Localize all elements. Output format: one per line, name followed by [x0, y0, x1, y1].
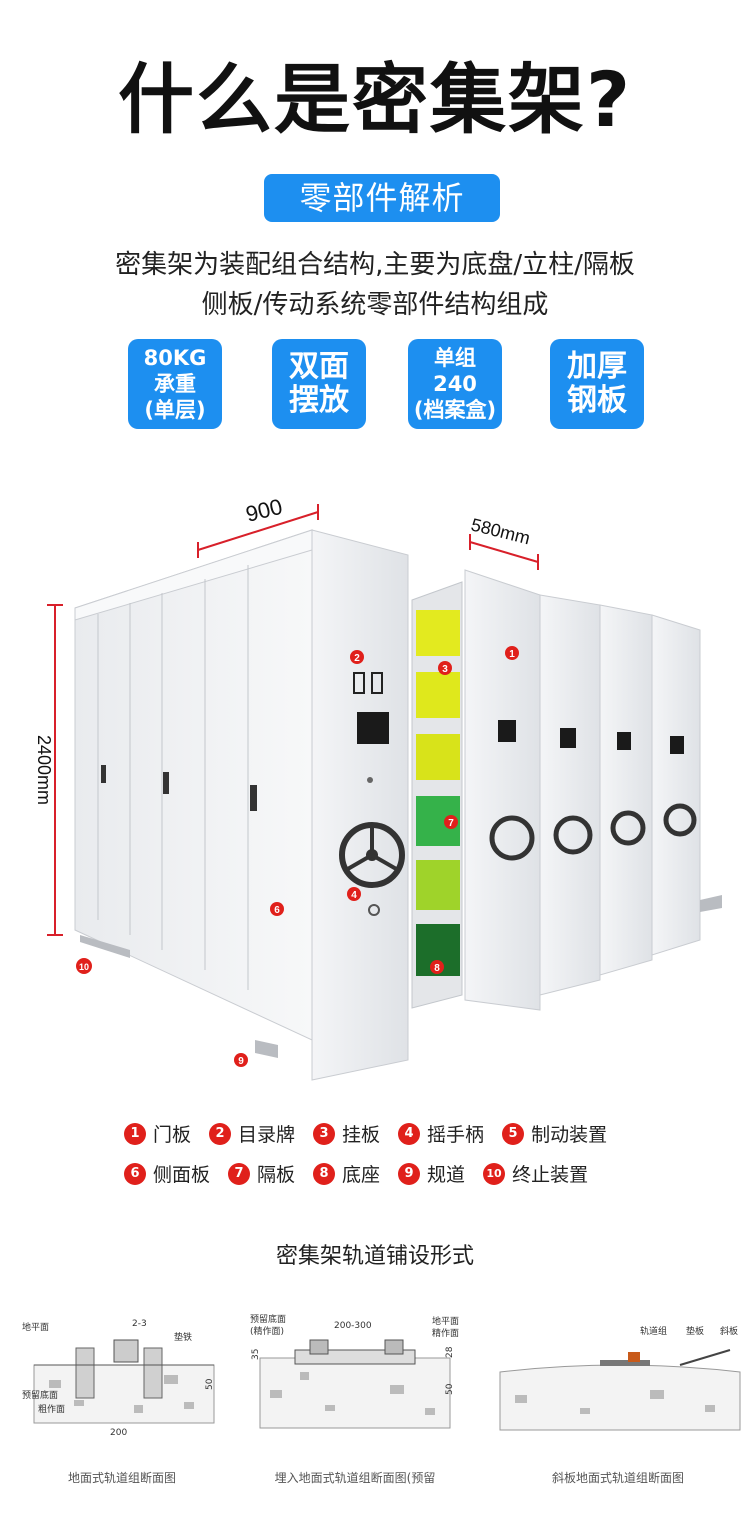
- feature-text: 双面: [289, 349, 349, 384]
- legend-number: 7: [228, 1162, 251, 1185]
- feature-text: 80KG: [143, 346, 207, 370]
- marker-6: 6: [270, 902, 284, 916]
- marker-1: 1: [505, 646, 519, 660]
- rail-diagram-ramp-caption: 斜板地面式轨道组断面图: [551, 1471, 684, 1485]
- svg-text:4: 4: [351, 890, 357, 901]
- legend-item: 1 门板: [124, 1120, 191, 1147]
- feature-text: (档案盒): [413, 398, 497, 422]
- feature-badge-load: 80KG 承重 (单层): [128, 339, 222, 429]
- label-dim: 2-3: [132, 1319, 147, 1329]
- label-reserved: 预留底面: [22, 1389, 58, 1401]
- legend-number: 10: [483, 1162, 506, 1185]
- legend-item: 7 隔板: [228, 1160, 295, 1187]
- legend-item: 8 底座: [313, 1160, 380, 1187]
- legend-item: 4 摇手柄: [398, 1120, 484, 1147]
- rail-diagram-embedded: 预留底面 (精作面) 200-300 地平面 精作面 35 28 50: [240, 1310, 470, 1490]
- legend-number: 5: [502, 1122, 525, 1145]
- feature-text: 240: [433, 372, 477, 396]
- legend-label: 终止装置: [512, 1164, 589, 1186]
- label-rough: 粗作面: [38, 1403, 65, 1415]
- section-pill: 零部件解析: [264, 174, 500, 222]
- feature-badge-steel: 加厚 钢板: [550, 339, 644, 429]
- svg-text:8: 8: [434, 963, 440, 974]
- legend-number: 1: [124, 1122, 146, 1145]
- svg-text:6: 6: [274, 905, 280, 916]
- label-ground: 地平面: [22, 1321, 49, 1333]
- feature-badge-double-sided: 双面 摆放: [272, 339, 366, 429]
- legend-row-1: 1 门板 2 目录牌 3 挂板 4 摇手柄 5 制动装置: [124, 1120, 684, 1147]
- label-fine-paren: (精作面): [250, 1325, 284, 1337]
- feature-text: 承重: [154, 372, 196, 396]
- legend-item: 5 制动装置: [502, 1120, 607, 1147]
- label-depth: 50: [205, 1378, 215, 1390]
- label-width: 200: [110, 1428, 127, 1438]
- rail-diagram-ramp: 轨道组 垫板 斜板: [490, 1310, 746, 1490]
- svg-text:3: 3: [442, 664, 448, 675]
- label-fine: 精作面: [432, 1327, 459, 1339]
- marker-10: 10: [76, 958, 92, 974]
- legend-label: 挂板: [342, 1124, 381, 1146]
- legend-label: 目录牌: [238, 1124, 296, 1146]
- feature-text: 加厚: [567, 349, 627, 384]
- marker-9: 9: [234, 1053, 248, 1067]
- legend-item: 3 挂板: [313, 1120, 380, 1147]
- legend-label: 规道: [427, 1164, 466, 1186]
- page-title: 什么是密集架?: [117, 55, 633, 144]
- rail-diagram-embedded-caption: 埋入地面式轨道组断面图(预留: [274, 1471, 436, 1485]
- feature-text: 钢板: [567, 383, 627, 418]
- svg-text:9: 9: [238, 1056, 244, 1067]
- legend-number: 4: [398, 1122, 421, 1145]
- legend-label: 摇手柄: [427, 1124, 485, 1146]
- svg-text:1: 1: [509, 649, 515, 660]
- handwheel-icon: [339, 822, 405, 888]
- intro-line-2: 侧板/传动系统零部件结构组成: [201, 290, 549, 320]
- legend-item: 10 终止装置: [483, 1160, 588, 1187]
- legend-number: 6: [124, 1162, 146, 1185]
- marker-4: 4: [347, 887, 361, 901]
- label-span: 200-300: [334, 1321, 372, 1331]
- marker-2: 2: [350, 650, 364, 664]
- label-ground: 地平面: [432, 1315, 459, 1327]
- rail-diagram-surface-caption: 地面式轨道组断面图: [67, 1471, 176, 1485]
- legend-label: 门板: [153, 1124, 192, 1146]
- legend-label: 底座: [342, 1164, 381, 1186]
- legend-item: 9 规道: [398, 1160, 465, 1187]
- feature-text: 单组: [434, 346, 476, 370]
- intro-line-1: 密集架为装配组合结构,主要为底盘/立柱/隔板: [115, 250, 635, 280]
- legend-row-2: 6 侧面板 7 隔板 8 底座 9 规道 10 终止装置: [124, 1160, 684, 1187]
- label-shim: 垫铁: [174, 1331, 192, 1343]
- legend-number: 3: [313, 1122, 336, 1145]
- legend-label: 隔板: [257, 1164, 296, 1186]
- dimension-height: 2400mm: [34, 735, 54, 805]
- dimension-width: 900: [243, 494, 285, 527]
- archive-boxes: [416, 610, 460, 976]
- label-reserved: 预留底面: [250, 1313, 286, 1325]
- legend-item: 6 侧面板: [124, 1160, 210, 1187]
- marker-8: 8: [430, 960, 444, 974]
- label-rail: 轨道组: [640, 1325, 667, 1337]
- cabinet-illustration: 900 580mm 2400mm 1 2 3 4 6 7 8 9 10: [34, 494, 722, 1081]
- feature-text: (单层): [144, 398, 206, 422]
- legend-number: 9: [398, 1162, 421, 1185]
- rail-section-title: 密集架轨道铺设形式: [275, 1244, 474, 1269]
- marker-3: 3: [438, 661, 452, 675]
- legend-number: 2: [209, 1122, 232, 1145]
- svg-text:2: 2: [354, 653, 360, 664]
- label-h28: 28: [445, 1346, 455, 1358]
- legend-label: 侧面板: [153, 1164, 211, 1186]
- svg-text:10: 10: [79, 962, 89, 972]
- legend-label: 制动装置: [531, 1124, 608, 1146]
- feature-text: 摆放: [289, 383, 349, 418]
- label-h50: 50: [445, 1383, 455, 1395]
- marker-7: 7: [444, 815, 458, 829]
- label-shim: 垫板: [686, 1325, 704, 1337]
- dimension-depth: 580mm: [469, 514, 532, 548]
- svg-text:7: 7: [448, 818, 454, 829]
- feature-badge-capacity: 单组 240 (档案盒): [408, 339, 502, 429]
- legend-number: 8: [313, 1162, 336, 1185]
- rail-diagram-surface: 地平面 2-3 垫铁 预留底面 粗作面 200 50: [14, 1310, 230, 1490]
- label-ramp: 斜板: [720, 1325, 738, 1337]
- label-h35: 35: [251, 1349, 261, 1360]
- legend-item: 2 目录牌: [209, 1120, 295, 1147]
